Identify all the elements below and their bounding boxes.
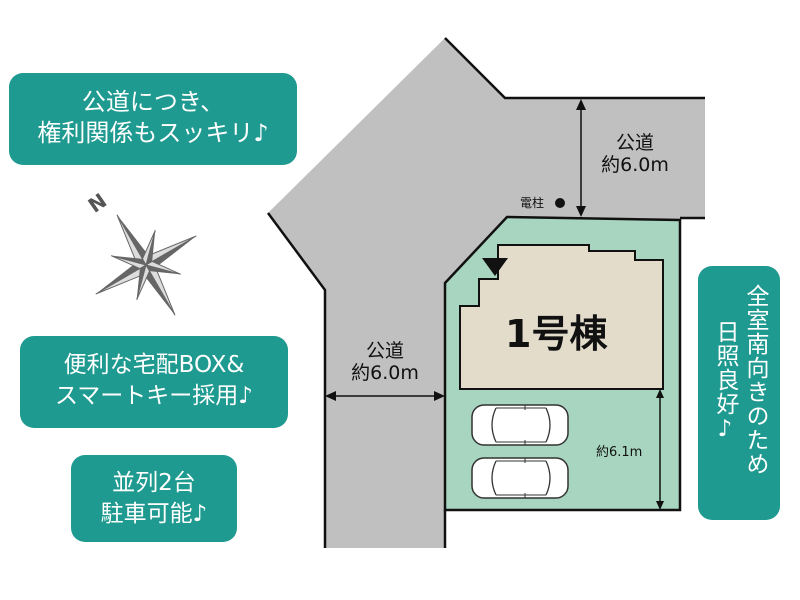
house-label: 1号棟 — [505, 312, 608, 356]
north-road-dimension — [576, 99, 586, 217]
road-area — [268, 38, 705, 548]
parking-depth-dimension — [656, 389, 664, 510]
callout-line: 公道につき、 — [81, 88, 225, 116]
north-road-name: 公道 — [615, 132, 654, 154]
utility-pole-label: 電柱 — [520, 196, 545, 210]
callout-column: 日照良好♪ — [712, 320, 738, 443]
callout-line: 便利な宅配BOX& — [63, 352, 245, 378]
callout-parking: 並列2台 駐車可能♪ — [71, 455, 237, 542]
west-road-width: 約6.0m — [351, 362, 419, 384]
callout-column: 全室南向きのため — [742, 284, 768, 476]
house-1 — [459, 244, 664, 390]
callout-line: 駐車可能♪ — [100, 501, 208, 527]
callout-line: スマートキー採用♪ — [55, 383, 253, 409]
car-icon — [471, 404, 569, 446]
west-road-label: 公道 約6.0m — [335, 340, 435, 384]
parking-depth-label: 約6.1m — [596, 445, 643, 460]
car-icon — [471, 457, 569, 499]
utility-pole-icon — [555, 198, 565, 208]
entrance-marker-icon — [482, 258, 508, 276]
west-road-name: 公道 — [365, 340, 404, 362]
north-road-width: 約6.0m — [601, 154, 669, 176]
west-road-dimension — [325, 391, 445, 401]
callout-delivery-box: 便利な宅配BOX& スマートキー採用♪ — [20, 336, 288, 428]
callout-line: 並列2台 — [112, 470, 196, 496]
callout-public-road: 公道につき、 権利関係もスッキリ♪ — [9, 73, 297, 165]
north-road-label: 公道 約6.0m — [590, 132, 680, 176]
compass-rose-icon — [95, 214, 197, 316]
callout-sunlight: 全室南向きのため 日照良好♪ — [698, 266, 780, 520]
callout-line: 権利関係もスッキリ♪ — [37, 119, 269, 147]
